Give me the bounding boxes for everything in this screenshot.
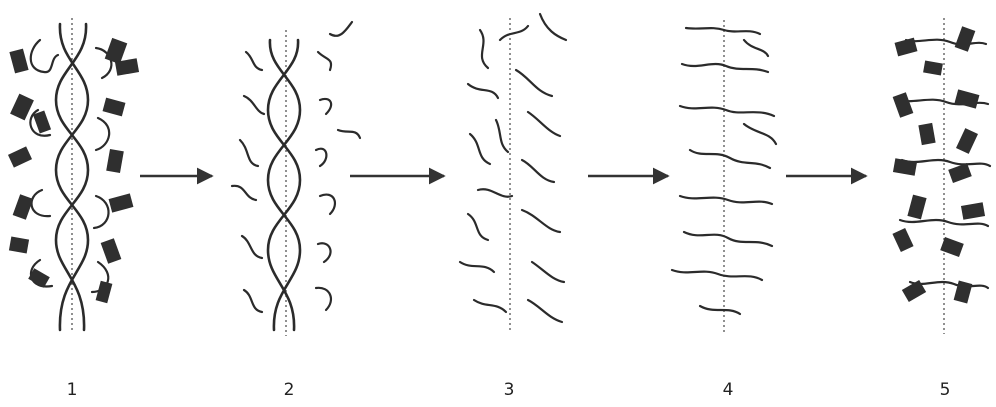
stage-5-figure: [892, 18, 990, 334]
stage-label-4: 4: [723, 380, 734, 400]
stage-label-3: 3: [504, 380, 515, 400]
stage-label-5: 5: [940, 380, 951, 400]
stage-label-2: 2: [284, 380, 295, 400]
stage-3-figure: [460, 14, 566, 332]
stage-2-figure: [232, 22, 360, 336]
stage-label-1: 1: [67, 380, 78, 400]
stage-4-figure: [672, 20, 776, 334]
stage-1-figure: [8, 18, 139, 332]
